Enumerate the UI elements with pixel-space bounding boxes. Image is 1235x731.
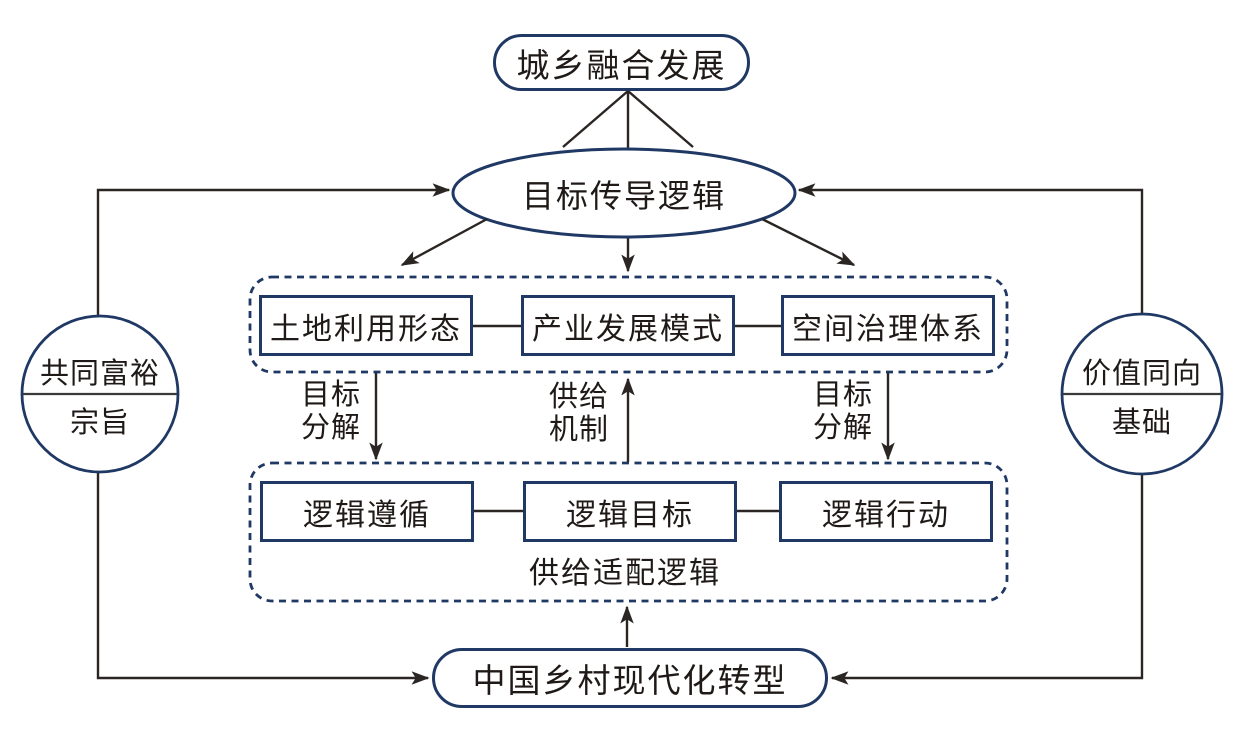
edge-label-goal-decompose-left: 目标 分解 bbox=[296, 379, 366, 445]
node-urban-rural-integration: 城乡融合发展 bbox=[493, 34, 750, 91]
lower-box-logic-goal: 逻辑目标 bbox=[523, 481, 737, 542]
upper-box-land-use-form: 土地利用形态 bbox=[259, 295, 473, 356]
upper-group-frame bbox=[248, 275, 1009, 374]
edge-right-circle-to-ellipse bbox=[797, 183, 1144, 316]
node-label: 城乡融合发展 bbox=[516, 48, 727, 85]
node-label: 逻辑目标 bbox=[566, 498, 694, 532]
lower-box-logic-follow: 逻辑遵循 bbox=[260, 481, 474, 542]
edge-label-line: 目标 bbox=[812, 379, 873, 411]
edge-ellipse-to-upper-left bbox=[400, 217, 488, 267]
lower-box-logic-action: 逻辑行动 bbox=[779, 481, 993, 542]
left-circle-bottom-label: 宗旨 bbox=[22, 395, 178, 445]
node-label: 土地利用形态 bbox=[270, 312, 462, 346]
left-circle-top-label: 共同富裕 bbox=[22, 346, 178, 396]
fan-line-left bbox=[562, 90, 629, 148]
fan-line-right bbox=[627, 90, 694, 148]
edge-ellipse-to-upper-right bbox=[761, 217, 856, 267]
node-label: 逻辑行动 bbox=[822, 498, 950, 532]
node-label: 空间治理体系 bbox=[792, 312, 984, 346]
right-circle-bottom-label: 基础 bbox=[1062, 395, 1222, 445]
circle-label: 价值同向 bbox=[1081, 358, 1202, 390]
node-label: 逻辑遵循 bbox=[303, 498, 431, 532]
lower-group-frame bbox=[248, 461, 1009, 603]
node-label: 目标传导逻辑 bbox=[521, 177, 726, 214]
edge-label-line: 分解 bbox=[300, 412, 361, 444]
node-goal-transmission-logic: 目标传导逻辑 bbox=[453, 150, 795, 237]
edge-label-line: 供给 bbox=[548, 381, 609, 413]
edge-label-line: 目标 bbox=[300, 379, 361, 411]
caption-text: 供给适配逻辑 bbox=[529, 557, 721, 590]
edge-left-circle-to-ellipse bbox=[96, 183, 451, 316]
edge-label-line: 机制 bbox=[548, 414, 609, 446]
lower-group-caption: 供给适配逻辑 bbox=[500, 551, 750, 590]
edge-label-line: 分解 bbox=[812, 412, 873, 444]
upper-box-spatial-governance-system: 空间治理体系 bbox=[781, 295, 995, 356]
transmission-ellipse bbox=[451, 147, 797, 239]
node-label: 中国乡村现代化转型 bbox=[472, 664, 788, 700]
circle-label: 共同富裕 bbox=[39, 358, 160, 390]
circle-label: 基础 bbox=[1111, 407, 1172, 439]
edge-label-supply-mechanism: 供给 机制 bbox=[544, 381, 614, 447]
node-china-rural-modernization: 中国乡村现代化转型 bbox=[432, 648, 828, 708]
node-label: 产业发展模式 bbox=[532, 312, 724, 346]
upper-box-industry-development-model: 产业发展模式 bbox=[521, 295, 735, 356]
right-circle-top-label: 价值同向 bbox=[1062, 346, 1222, 396]
edge-right-circle-to-bottom bbox=[830, 473, 1144, 685]
fan-lines-top bbox=[562, 90, 694, 150]
circle-label: 宗旨 bbox=[69, 407, 130, 439]
edge-left-circle-to-bottom bbox=[96, 473, 430, 685]
edge-label-goal-decompose-right: 目标 分解 bbox=[808, 379, 878, 445]
